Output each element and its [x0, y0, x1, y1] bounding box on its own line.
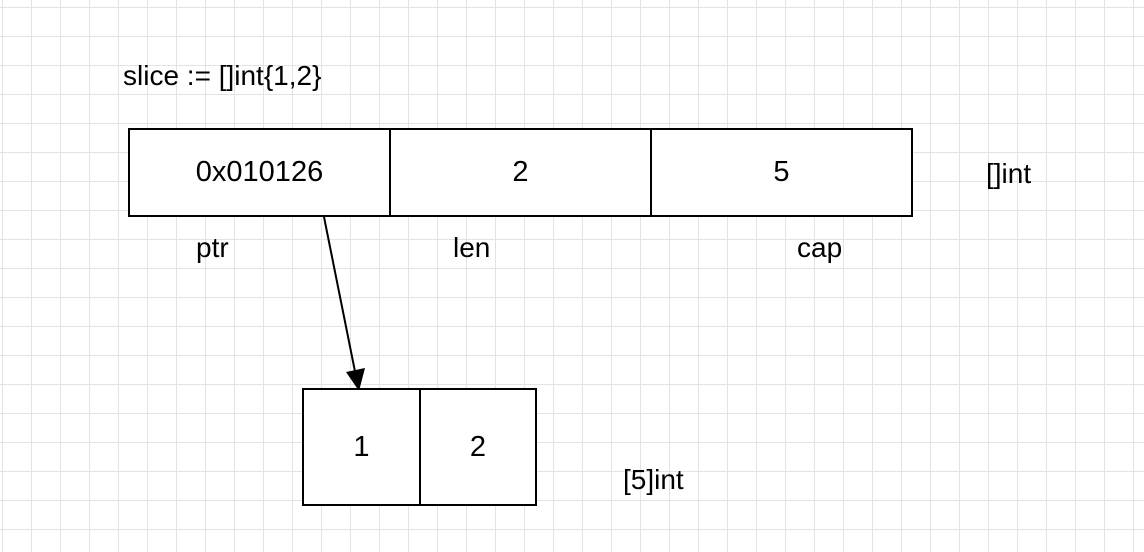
code-label: slice := []int{1,2} [123, 60, 322, 91]
array-type-label: [5]int [623, 464, 684, 495]
len-field-label: len [453, 232, 491, 263]
ptr-field-label: ptr [196, 232, 229, 263]
array-element-0: 1 [302, 388, 421, 506]
slice-type-label: []int [986, 158, 1032, 189]
cap-cell: 5 [650, 128, 913, 217]
ptr-cell: 0x010126 [128, 128, 391, 217]
cap-field-label: cap [797, 232, 843, 263]
array-element-1: 2 [419, 388, 537, 506]
pointer-arrow-line [323, 216, 357, 375]
pointer-arrowhead [346, 368, 365, 391]
